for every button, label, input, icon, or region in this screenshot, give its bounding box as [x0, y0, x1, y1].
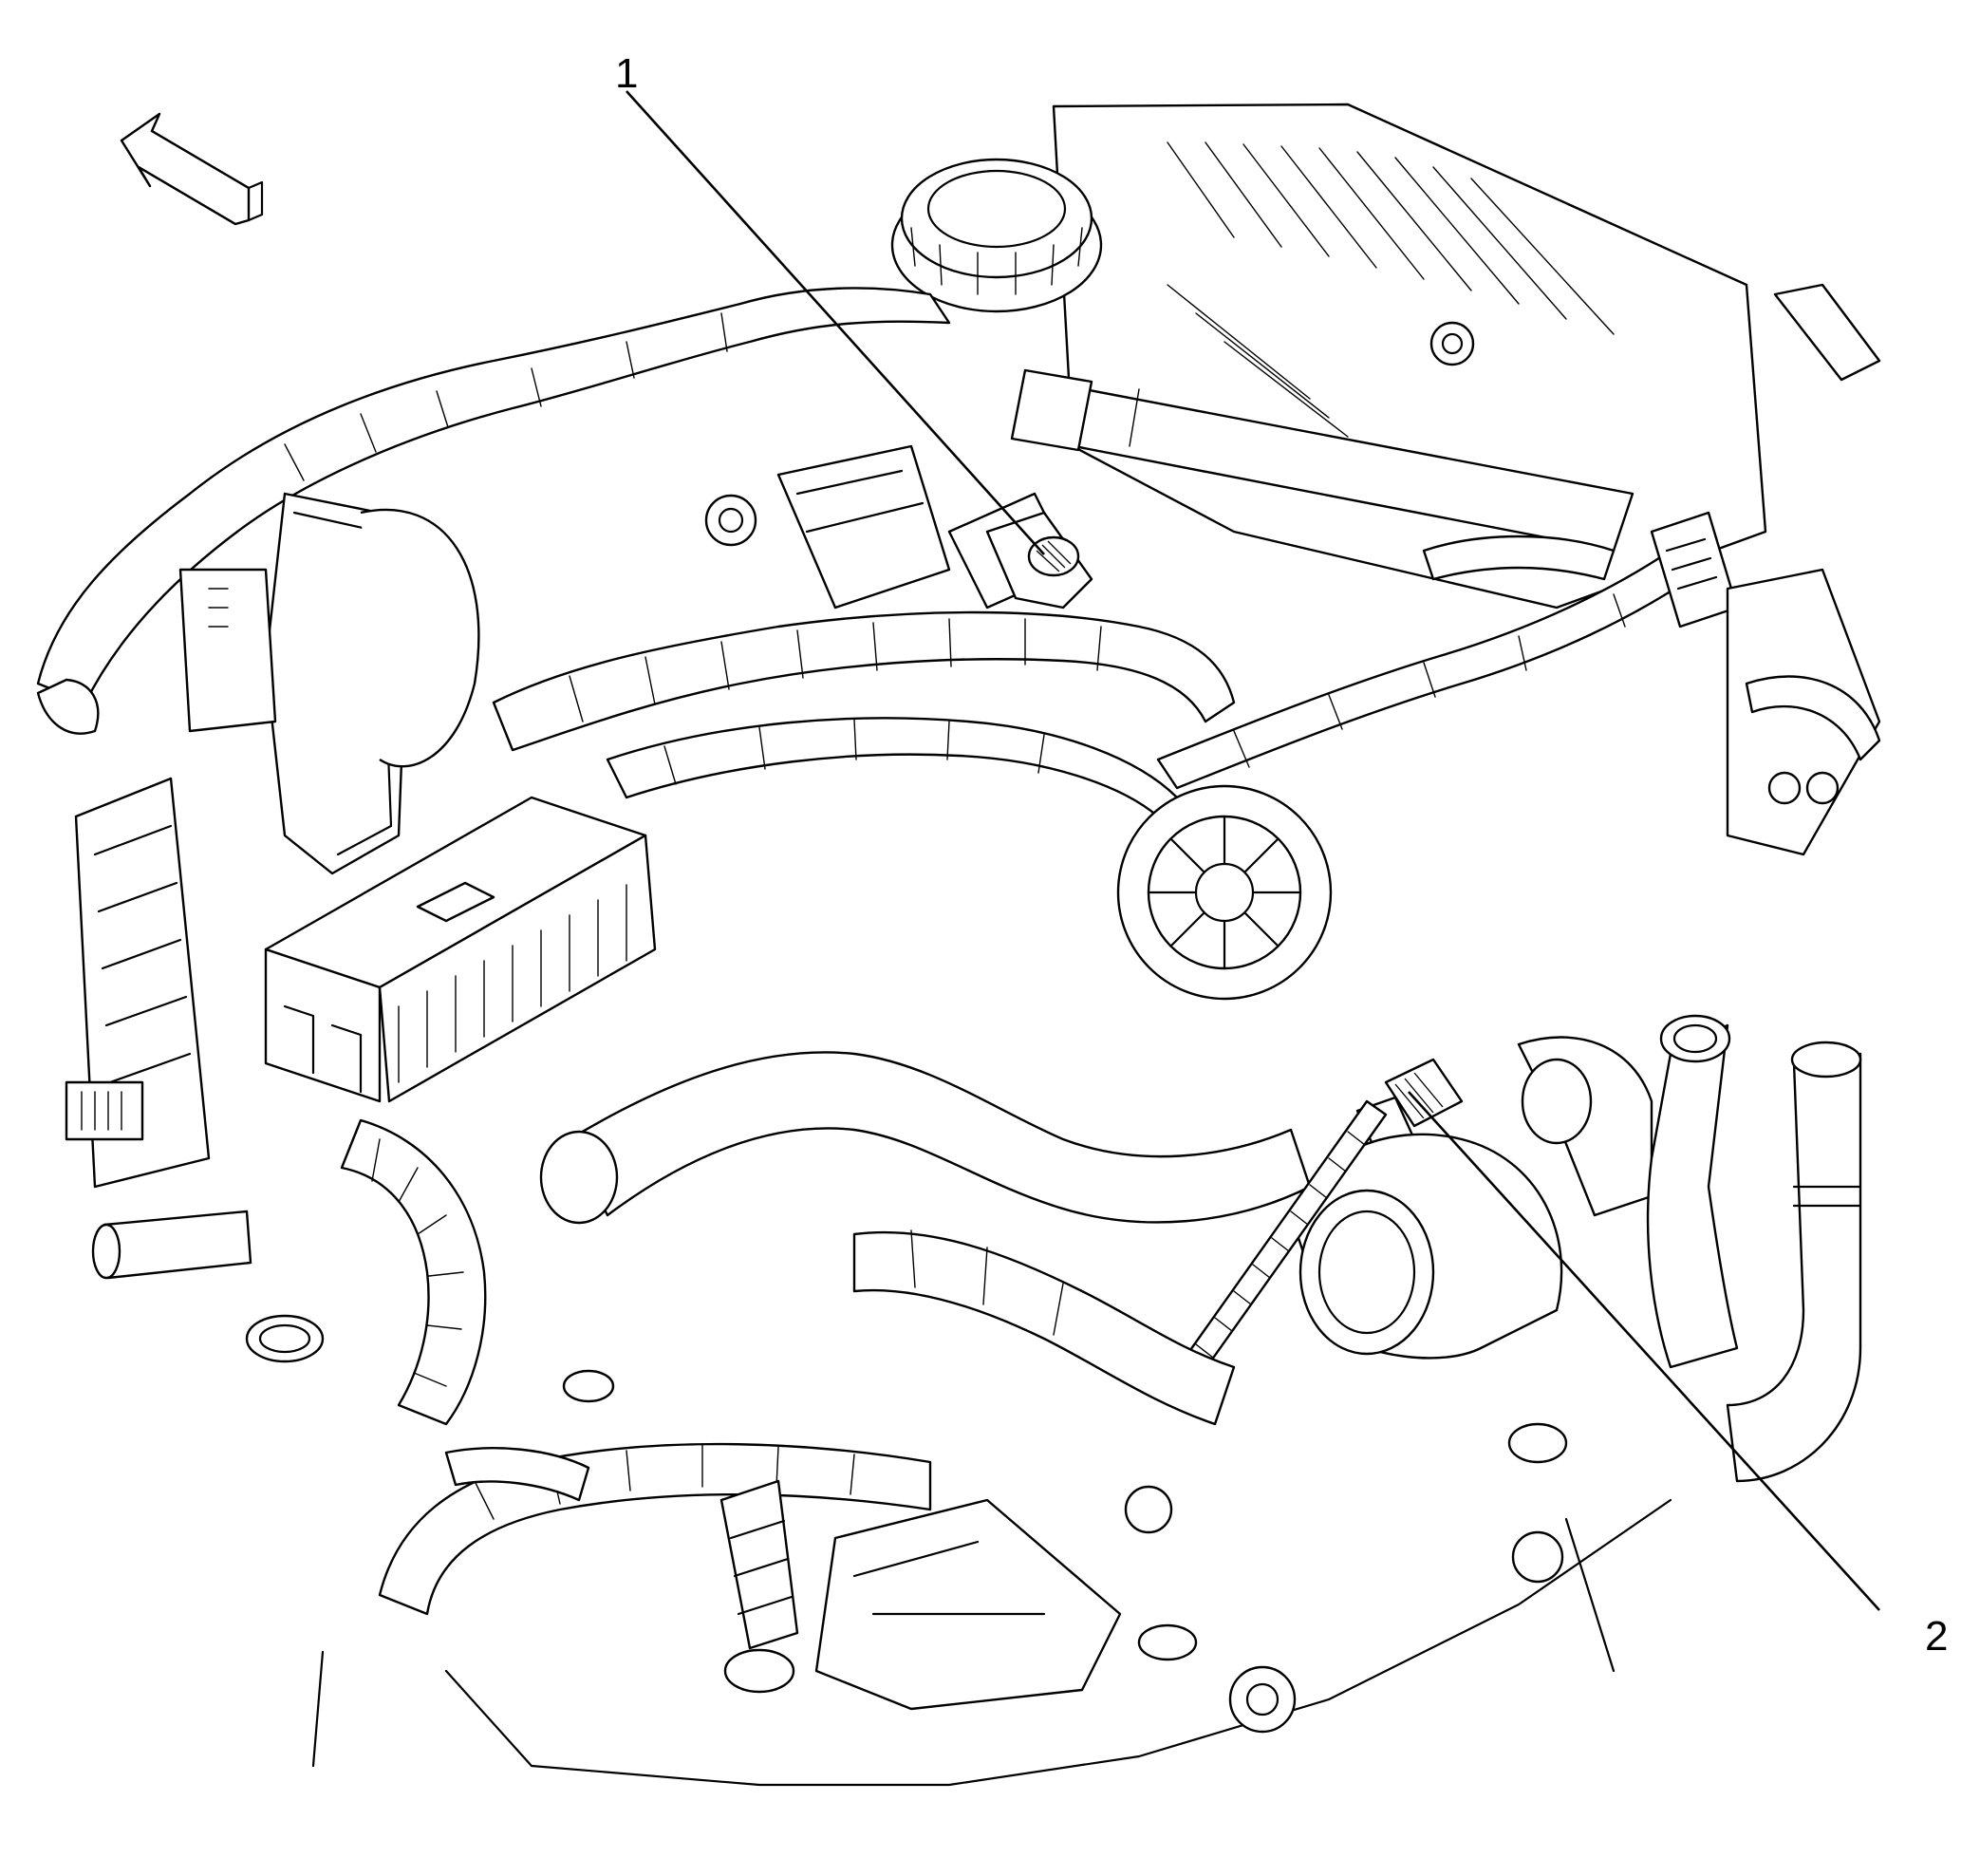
fuel-rail-tube — [1010, 368, 1634, 553]
front-direction-arrow-icon — [120, 112, 264, 226]
left-harness-loop — [340, 1118, 487, 1426]
engine-cover — [1052, 103, 1767, 610]
fuel-injector — [719, 1479, 799, 1694]
purge-solenoid-valve — [704, 444, 1093, 610]
lower-intake-tube — [852, 1229, 1236, 1426]
coolant-outlet-pipe — [1646, 1014, 1862, 1483]
callout-2-label: 2 — [1925, 1613, 1948, 1660]
right-wiring-harness — [1156, 511, 1739, 790]
hose-clamps — [245, 1314, 1568, 1661]
callout-1-label: 1 — [615, 50, 638, 97]
oil-filler-cap — [890, 158, 1103, 313]
coolant-temperature-sensor — [1355, 1058, 1464, 1154]
upper-wiring-harness — [36, 287, 951, 735]
throttle-body-housing — [178, 492, 480, 875]
lower-wiring-harness — [378, 1442, 932, 1616]
thermostat-housing — [1289, 1036, 1653, 1360]
callout-1-leader — [626, 90, 1045, 555]
lower-coolant-hose — [539, 1051, 1312, 1225]
fuse-connector-block — [65, 777, 211, 1189]
bottom-engine-block — [311, 1498, 1672, 1787]
callout-2-leader — [1408, 1091, 1880, 1611]
lower-bracket — [814, 1485, 1173, 1711]
engine-mount-bracket — [1726, 283, 1881, 856]
central-wiring-harness — [492, 610, 1236, 818]
water-pump-pulley — [1116, 784, 1333, 1001]
engine-control-module — [264, 796, 657, 1103]
left-pipe-stub — [91, 1210, 252, 1280]
